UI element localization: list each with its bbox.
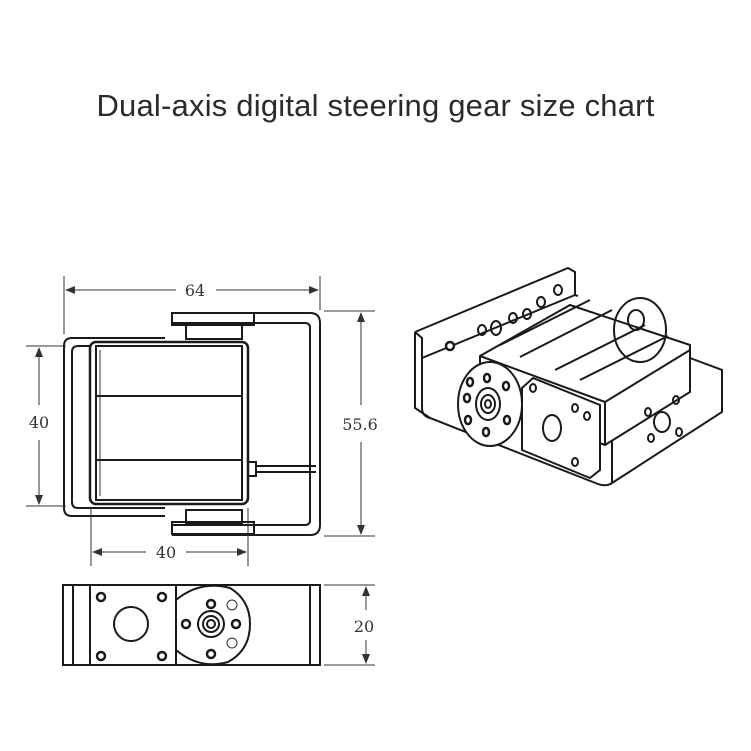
side-view (62, 584, 321, 666)
dim-width-bottom (90, 508, 249, 566)
page-title: Dual-axis digital steering gear size cha… (96, 88, 655, 123)
dim-height-side (324, 584, 375, 666)
top-view (63, 312, 321, 536)
dim-label-40-left: 40 (29, 413, 49, 432)
dim-label-55-6: 55.6 (342, 415, 378, 434)
isometric-view (414, 266, 723, 487)
dim-label-40-bottom: 40 (156, 543, 176, 562)
dim-height-right (324, 310, 375, 537)
dim-width-top (63, 276, 321, 334)
dim-label-64: 64 (185, 281, 205, 300)
dim-height-left (26, 345, 66, 507)
dim-label-20: 20 (354, 617, 374, 636)
